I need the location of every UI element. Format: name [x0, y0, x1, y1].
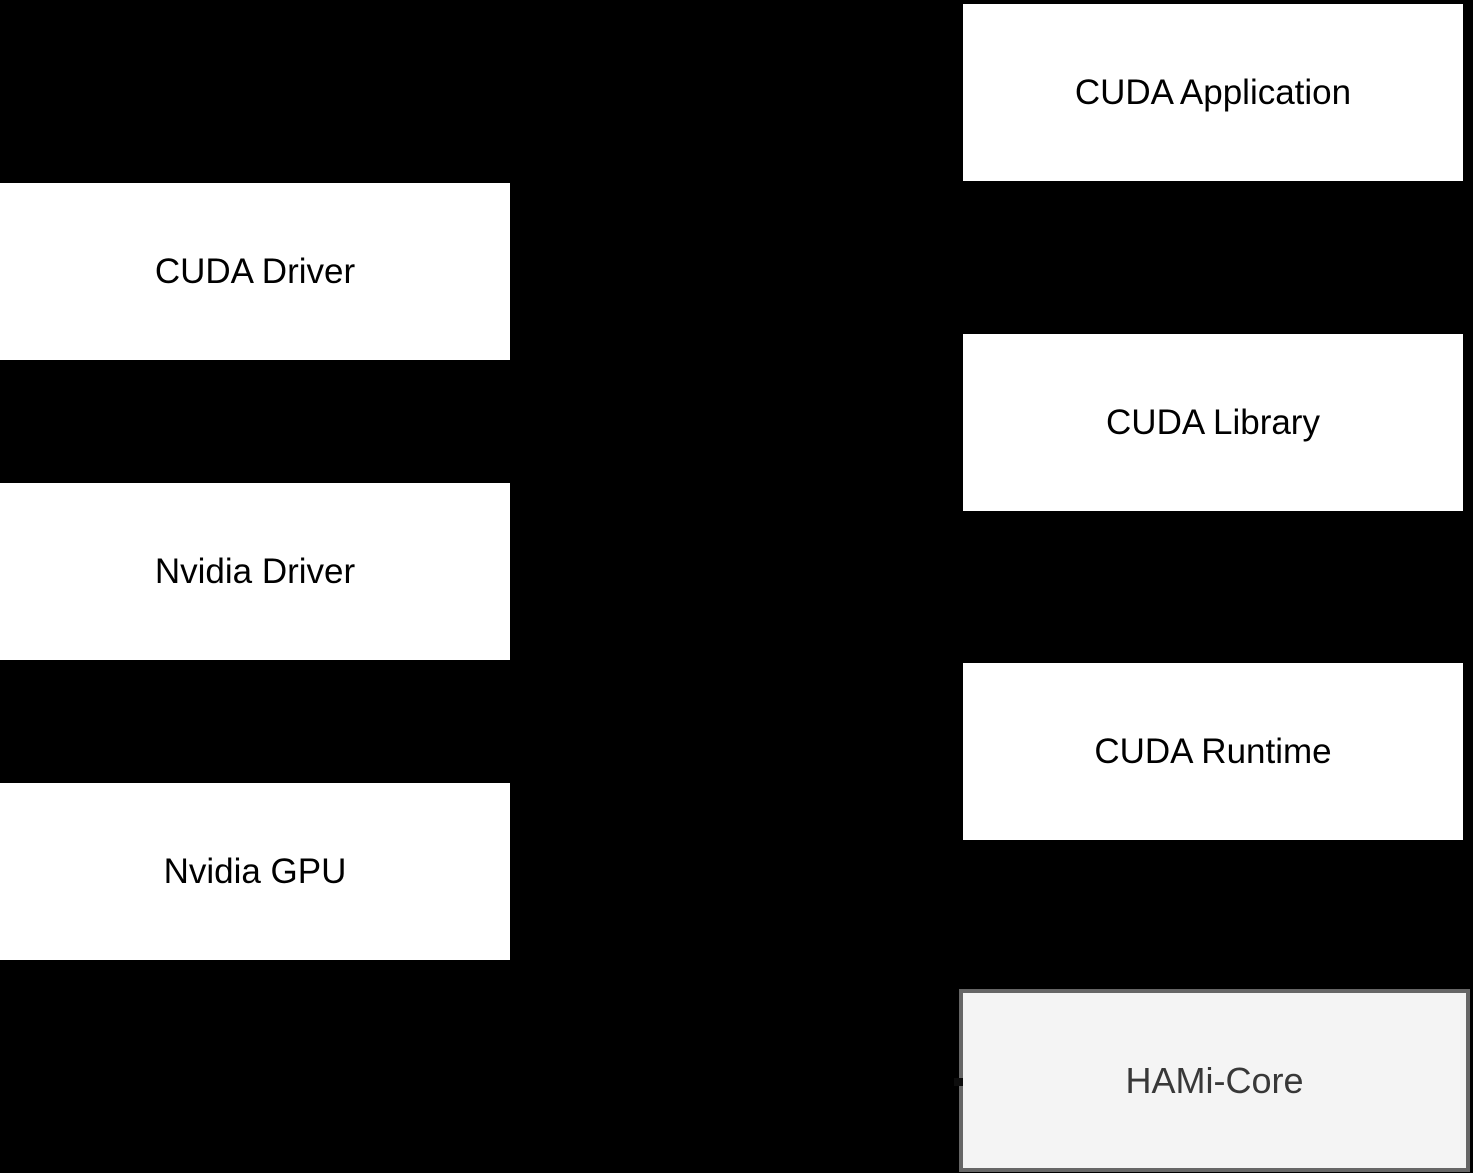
arrowhead-icon	[954, 1078, 963, 1086]
node-hami-core-label: HAMi-Core	[1125, 1059, 1304, 1101]
node-cuda-application: CUDA Application	[963, 4, 1463, 181]
node-cuda-application-label: CUDA Application	[1074, 73, 1352, 112]
node-cuda-driver: CUDA Driver	[0, 183, 510, 360]
node-cuda-driver-label: CUDA Driver	[154, 252, 356, 291]
node-cuda-runtime: CUDA Runtime	[963, 663, 1463, 840]
node-nvidia-gpu-label: Nvidia GPU	[163, 852, 347, 891]
node-cuda-runtime-label: CUDA Runtime	[1094, 732, 1332, 771]
node-cuda-library-label: CUDA Library	[1106, 403, 1320, 442]
node-nvidia-driver: Nvidia Driver	[0, 483, 510, 660]
node-cuda-library: CUDA Library	[963, 334, 1463, 511]
node-nvidia-gpu: Nvidia GPU	[0, 783, 510, 960]
node-hami-core: HAMi-Core	[959, 989, 1470, 1172]
node-nvidia-driver-label: Nvidia Driver	[154, 552, 356, 591]
